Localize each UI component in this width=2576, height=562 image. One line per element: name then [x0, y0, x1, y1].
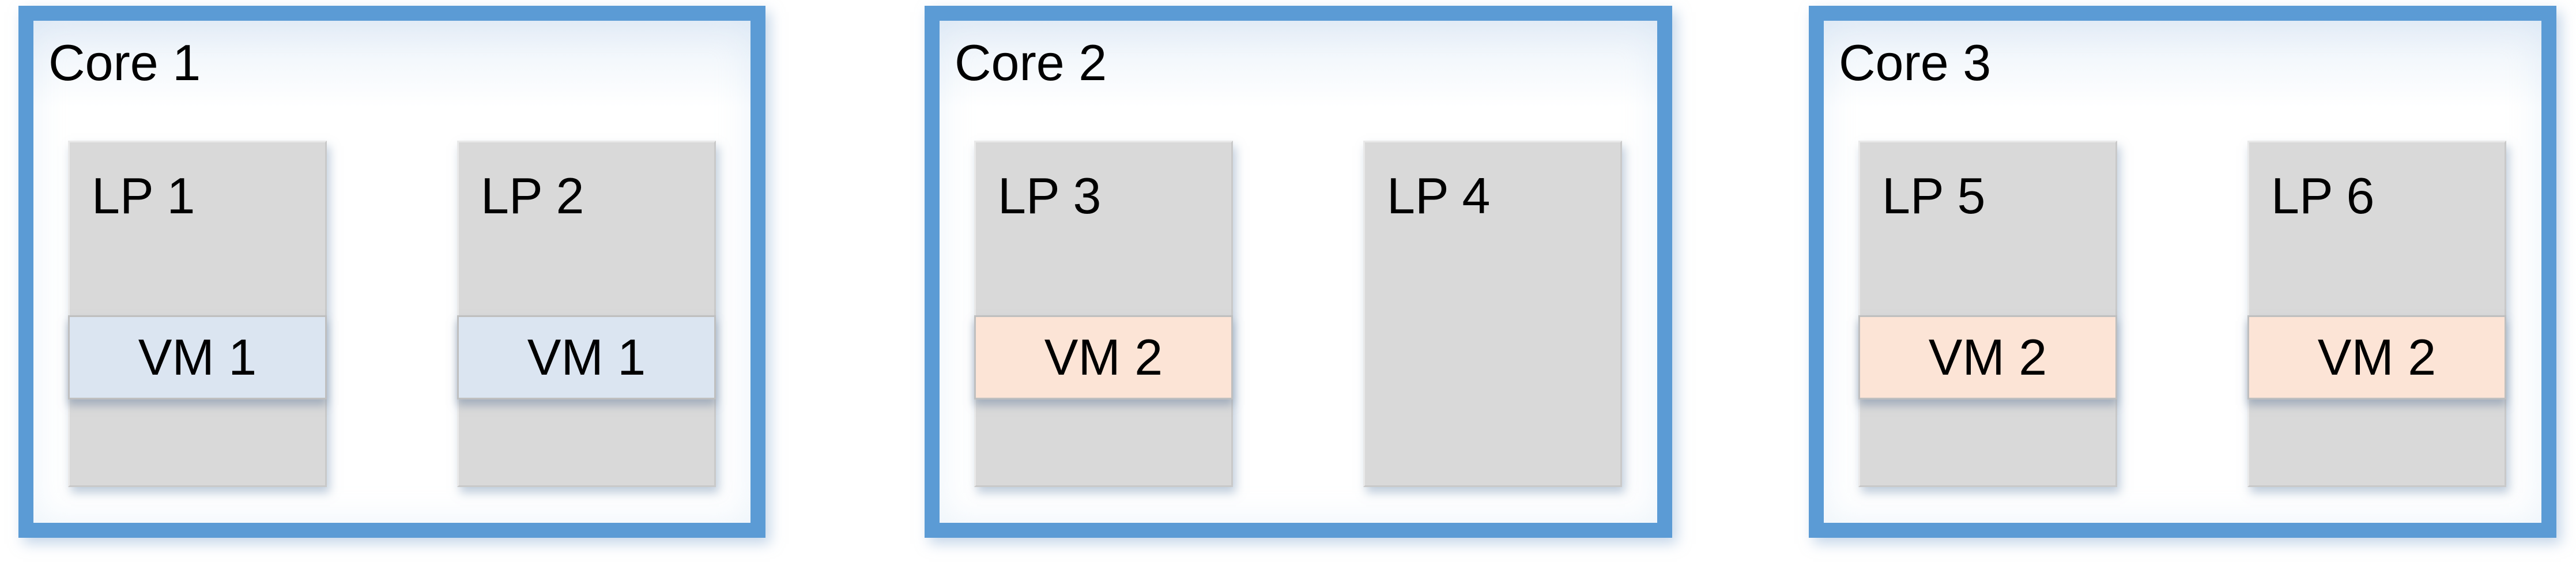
vm-2-label: VM 2 — [2317, 329, 2437, 386]
vm-2-band-on-lp-5: VM 2 — [1858, 315, 2117, 399]
vm-2-label: VM 2 — [1928, 329, 2047, 386]
core-2-box: Core 2 LP 3 VM 2 LP 4 — [925, 6, 1672, 538]
core-2-title: Core 2 — [955, 34, 1107, 91]
vm-1-label: VM 1 — [527, 329, 646, 386]
lp-4-box: LP 4 — [1363, 141, 1622, 487]
lp-2-box: LP 2 VM 1 — [457, 141, 716, 487]
lp-1-label: LP 1 — [92, 167, 195, 224]
lp-1-box: LP 1 VM 1 — [68, 141, 327, 487]
lp-5-label: LP 5 — [1882, 167, 1986, 224]
lp-6-label: LP 6 — [2271, 167, 2375, 224]
lp-2-label: LP 2 — [481, 167, 584, 224]
core-1-box: Core 1 LP 1 VM 1 LP 2 VM 1 — [18, 6, 765, 538]
lp-5-box: LP 5 VM 2 — [1858, 141, 2117, 487]
lp-3-box: LP 3 VM 2 — [974, 141, 1233, 487]
lp-4-label: LP 4 — [1387, 167, 1491, 224]
vm-2-band-on-lp-6: VM 2 — [2247, 315, 2506, 399]
vm-1-band-on-lp-1: VM 1 — [68, 315, 327, 399]
core-3-title: Core 3 — [1839, 34, 1992, 91]
core-3-box: Core 3 LP 5 VM 2 LP 6 VM 2 — [1809, 6, 2556, 538]
lp-3-label: LP 3 — [998, 167, 1102, 224]
vm-2-label: VM 2 — [1044, 329, 1163, 386]
core-1-title: Core 1 — [48, 34, 201, 91]
lp-6-box: LP 6 VM 2 — [2247, 141, 2506, 487]
vm-1-band-on-lp-2: VM 1 — [457, 315, 716, 399]
vm-2-band-on-lp-3: VM 2 — [974, 315, 1233, 399]
vm-1-label: VM 1 — [138, 329, 257, 386]
